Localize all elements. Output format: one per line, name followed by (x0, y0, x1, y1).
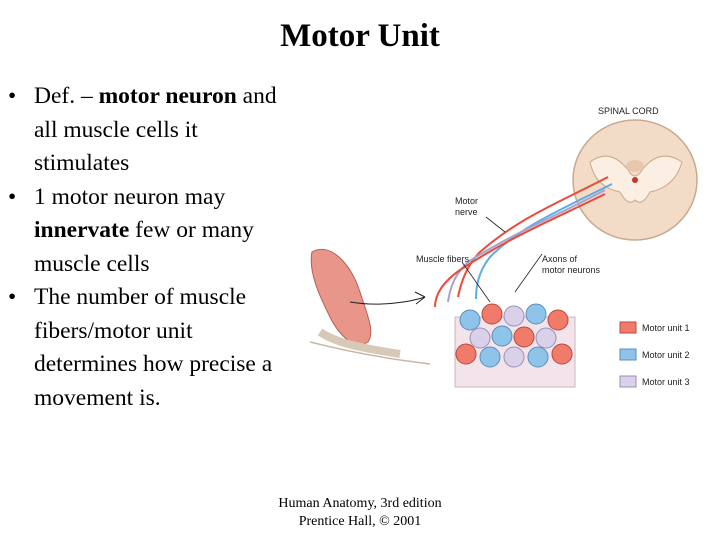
bullet-text: few or many muscle cells (34, 217, 254, 277)
motor-unit-figure: SPINAL CORD Motor nerve Muscle fibers Ax… (309, 106, 698, 388)
pointer-line (514, 253, 543, 293)
arm-illustration (309, 249, 431, 365)
legend-label: Motor unit 2 (642, 350, 690, 360)
pointer-line (461, 261, 491, 303)
legend: Motor unit 1 Motor unit 2 Motor unit 3 (619, 321, 690, 388)
bullet-icon: • (8, 83, 17, 109)
label-axons-line1: Axons of (542, 254, 578, 264)
muscle-bundle-illustration (454, 303, 576, 388)
bullet-icon: • (8, 284, 17, 310)
bullet-item: • Def. – motor neuron and all muscle cel… (8, 80, 298, 181)
bullet-item: • The number of muscle fibers/motor unit… (8, 281, 298, 415)
citation-footer: Human Anatomy, 3rd edition Prentice Hall… (250, 495, 470, 531)
citation-line: Human Anatomy, 3rd edition (278, 496, 442, 511)
legend-swatch (619, 375, 637, 388)
label-muscle-fibers: Muscle fibers (416, 254, 470, 264)
bullet-bold-text: motor neuron (98, 83, 237, 109)
legend-label: Motor unit 3 (642, 377, 690, 387)
pointer-line (485, 216, 506, 233)
bullet-bold-text: innervate (34, 217, 130, 243)
bullet-item: • 1 motor neuron may innervate few or ma… (8, 181, 298, 282)
bullet-text: The number of muscle fibers/motor unit d… (34, 284, 273, 411)
bullet-text: Def. – (34, 83, 99, 109)
label-motor-nerve-line2: nerve (455, 207, 478, 217)
label-axons-line2: motor neurons (542, 265, 601, 275)
label-spinal-cord: SPINAL CORD (598, 106, 659, 116)
slide-title: Motor Unit (280, 18, 440, 54)
bullet-text: 1 motor neuron may (34, 183, 226, 210)
label-motor-nerve-line1: Motor (455, 196, 478, 206)
citation-line: Prentice Hall, © 2001 (298, 514, 422, 529)
spinal-cord-illustration (572, 119, 698, 241)
legend-swatch (619, 348, 637, 361)
bullet-text: and all muscle cells it stimulates (34, 83, 277, 176)
motor-nerve-illustration (434, 176, 613, 308)
bullet-list: • Def. – motor neuron and all muscle cel… (8, 80, 298, 415)
legend-swatch (619, 321, 637, 334)
legend-label: Motor unit 1 (642, 323, 690, 333)
bullet-icon: • (8, 183, 17, 210)
